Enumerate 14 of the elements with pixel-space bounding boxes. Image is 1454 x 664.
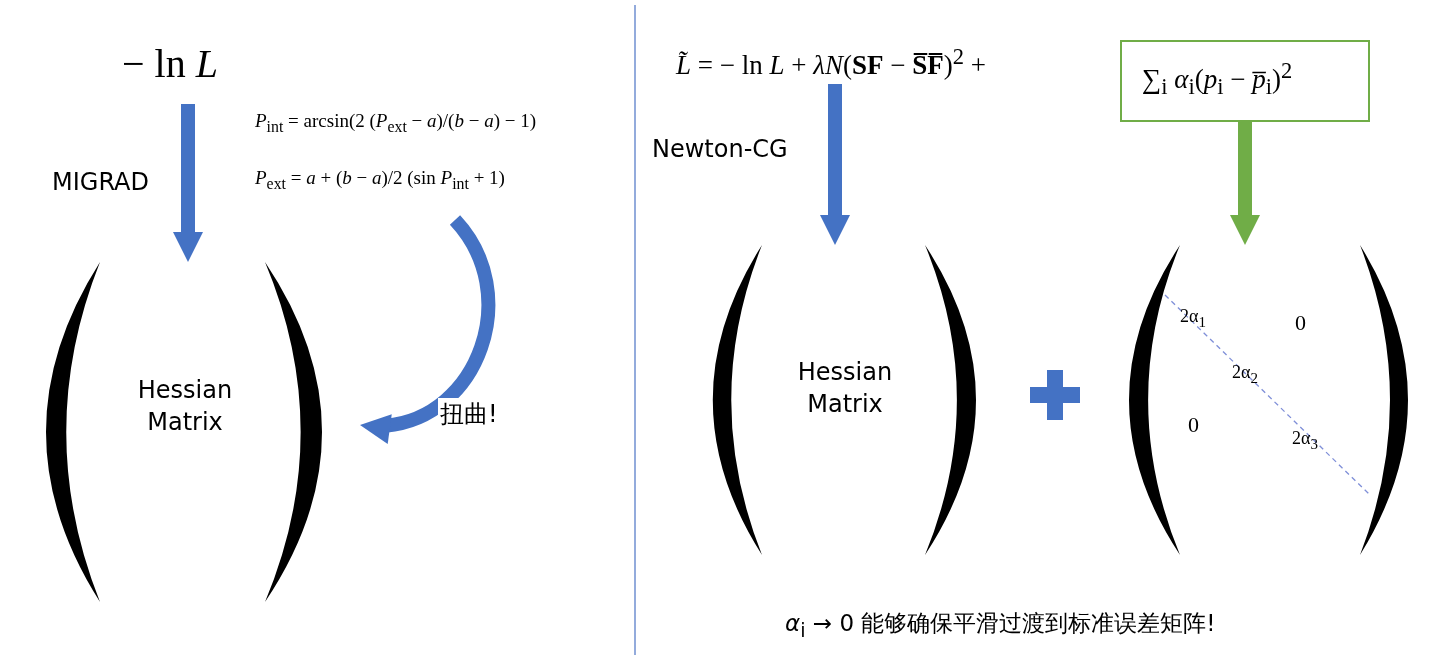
- matrix-entry: 0: [1188, 412, 1199, 438]
- matrix-label: Hessian Matrix: [136, 375, 234, 439]
- formula-text: L̃ = − ln L + λN(SF − S̅F̅)$^{2}$ +: [676, 44, 986, 81]
- formula-text: − ln L: [122, 40, 218, 87]
- highlight-box: [1120, 40, 1370, 122]
- formula-text: P$_{int}$ = arcsin(2 (P$_{ext}$ − a)/(b − a) − 1): [255, 110, 537, 136]
- matrix-label: Hessian Matrix: [796, 357, 894, 421]
- matrix-entry: 2α$_{3}$: [1292, 428, 1318, 453]
- matrix-entry: 2α$_{2}$: [1232, 362, 1258, 387]
- matrix-entry: 2α$_{1}$: [1180, 306, 1206, 331]
- matrix-entry: 0: [1295, 310, 1306, 336]
- formula-text: P$_{ext}$ = a + (b − a)/2 (sin P$_{int}$ + 1): [255, 167, 505, 193]
- formula-text: ∑$_{i}$ α$_{i}$(p$_{i}$ − p̅$_{i}$)$^{2}$: [1142, 58, 1293, 101]
- note-text: α$_{i}$ → 0 能够确保平滑过渡到标准误差矩阵!: [785, 609, 1216, 642]
